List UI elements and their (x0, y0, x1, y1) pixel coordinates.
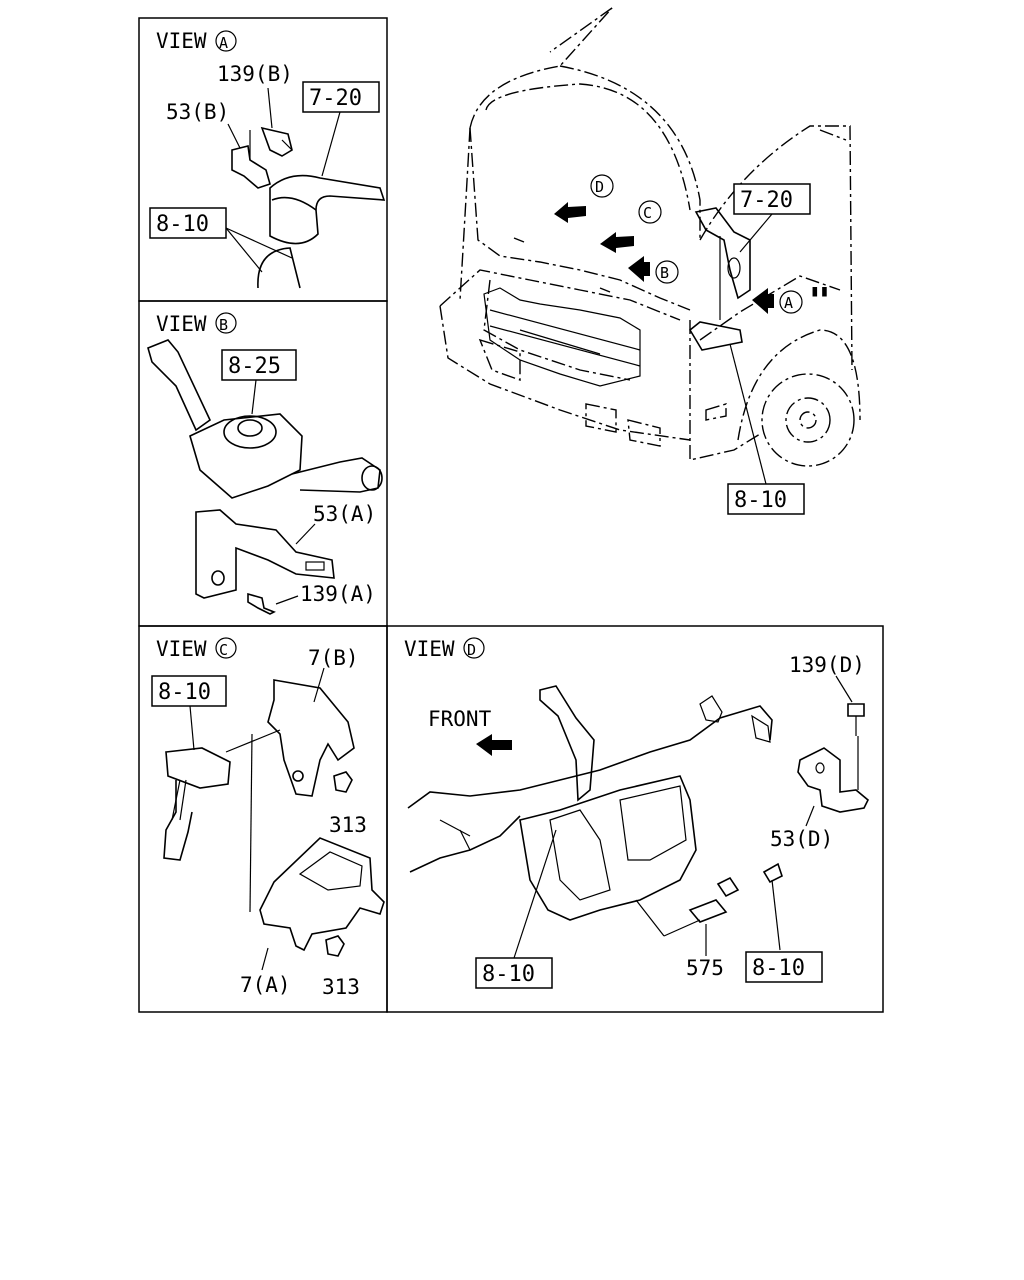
ref-label-8-10-view-c: 8-10 (158, 680, 211, 705)
bracket-7b-drawing (225, 667, 355, 913)
connector-7-20-drawing (225, 111, 386, 289)
sensor-575-drawing (688, 862, 783, 956)
arrow-c-circle-icon (638, 200, 662, 224)
view-a-letter: A (219, 34, 228, 52)
ref-box-8-10-view-d-right (745, 951, 823, 983)
part-label-53b: 53(B) (166, 100, 229, 124)
bracket-53a-drawing (195, 509, 335, 599)
arrow-d-icon (554, 202, 586, 223)
view-c-title: VIEW (156, 637, 207, 661)
arrow-a-icon (752, 288, 774, 314)
arrow-b-letter: B (660, 264, 669, 282)
view-c-circle-icon (215, 637, 237, 659)
part-label-139d: 139(D) (789, 653, 865, 677)
bolt-139d-drawing (835, 675, 865, 790)
arrow-b-circle-icon (655, 260, 679, 284)
combination-switch-drawing (147, 339, 383, 499)
harness-connector-drawing (163, 705, 231, 861)
ref-box-7-20-view-a (302, 81, 380, 113)
arrow-b-icon (628, 256, 650, 282)
part-label-139a: 139(A) (300, 582, 376, 606)
screw-313-bottom-drawing (325, 935, 345, 957)
ref-label-8-10-view-a: 8-10 (156, 212, 209, 237)
truck-overview: ▮▮ D C B A 7-20 8-10 (439, 7, 861, 515)
view-b-circle-icon (215, 312, 237, 334)
part-label-313-bottom: 313 (322, 975, 360, 999)
ref-label-8-25: 8-25 (228, 354, 281, 379)
arrow-a-circle-icon (779, 290, 803, 314)
view-a-title: VIEW (156, 29, 207, 53)
bracket-7a-drawing (259, 837, 385, 971)
part-label-575: 575 (686, 956, 724, 980)
arrow-d-circle-icon (590, 174, 614, 198)
ref-label-8-10-view-d-right: 8-10 (752, 956, 805, 981)
view-c-letter: C (219, 641, 228, 659)
arrow-c-letter: C (643, 204, 652, 222)
dashboard-assembly-drawing (407, 685, 773, 959)
view-d-letter: D (467, 641, 476, 659)
ref-box-8-10-view-c (151, 675, 227, 707)
ref-label-8-10-truck: 8-10 (734, 488, 787, 513)
part-label-53a: 53(A) (313, 502, 376, 526)
view-c-panel: VIEW C 8-10 7(B) 313 313 7(A) (151, 637, 385, 999)
part-label-53d: 53(D) (770, 827, 833, 851)
view-a-circle-icon (215, 30, 237, 52)
view-b-letter: B (219, 316, 228, 334)
bolt-139a-drawing (247, 592, 299, 615)
ref-box-8-25 (221, 349, 297, 381)
bolt-139b-drawing (260, 87, 293, 157)
arrow-d-letter: D (595, 178, 604, 196)
grille-drawing (483, 287, 641, 387)
bracket-53d-drawing (797, 747, 869, 827)
part-label-139b: 139(B) (217, 62, 293, 86)
ref-label-8-10-view-d-left: 8-10 (482, 962, 535, 987)
arrow-a-letter: A (784, 294, 793, 312)
mirror-drawing (688, 207, 751, 351)
part-label-7a: 7(A) (240, 973, 291, 997)
view-d-panel: VIEW D FRONT 139(D) 53(D) 8-10 575 8-10 (404, 637, 869, 989)
arrow-c-icon (600, 232, 634, 253)
part-label-7b: 7(B) (308, 646, 359, 670)
ref-label-7-20-truck: 7-20 (740, 188, 793, 213)
view-a-panel: VIEW A 139(B) 53(B) 7-20 8-10 (149, 29, 386, 289)
ref-box-8-10-view-a (149, 207, 227, 239)
panel-frames (138, 17, 884, 1013)
view-d-circle-icon (463, 637, 485, 659)
front-arrow-icon (476, 734, 512, 756)
bracket-53b-drawing (227, 123, 271, 189)
ref-label-7-20-view-a: 7-20 (309, 86, 362, 111)
view-d-title: VIEW (404, 637, 455, 661)
screw-313-top-drawing (333, 771, 353, 793)
front-label: FRONT (428, 707, 492, 731)
view-b-panel: VIEW B 8-25 53(A) 139(A) (147, 312, 383, 615)
ref-box-8-10-truck (727, 483, 805, 515)
cab-emblem-mark: ▮▮ (810, 281, 829, 300)
view-b-title: VIEW (156, 312, 207, 336)
part-label-313-top: 313 (329, 813, 367, 837)
